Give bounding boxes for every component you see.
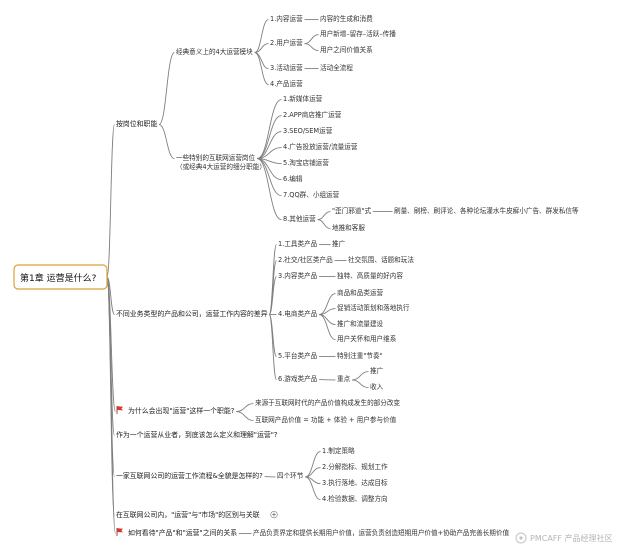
- node-social-product-desc[interactable]: 社交氛围、话题和玩法: [348, 255, 414, 264]
- node-content-ops[interactable]: 1.内容运营: [270, 14, 303, 23]
- node-ecommerce-product[interactable]: 4.电商类产品: [278, 309, 318, 318]
- connector-line: [319, 314, 336, 341]
- node-special-posts-line2[interactable]: （或经典4大运营的细分职能）: [176, 162, 266, 171]
- node-game-focus-revenue[interactable]: 收入: [370, 382, 384, 391]
- node-editor[interactable]: 6.编辑: [283, 174, 303, 183]
- node-user-ops-desc-2[interactable]: 用户之间价值关系: [320, 45, 373, 54]
- connector-line: [256, 131, 282, 160]
- connector-line: [304, 34, 319, 45]
- node-ad-traffic-ops[interactable]: 4.广告投放运营/流量运营: [283, 142, 358, 151]
- node-activity-ops[interactable]: 3.活动运营: [270, 63, 303, 72]
- flag-icon: [116, 406, 123, 414]
- connector-line: [254, 52, 269, 70]
- node-four-stages[interactable]: 四个环节: [277, 472, 304, 480]
- connector-line: [268, 276, 277, 316]
- node-content-product-desc[interactable]: 独特、高质量的好内容: [337, 271, 403, 280]
- connector-line: [236, 411, 254, 422]
- connector-line: [254, 43, 269, 54]
- connector-line: [317, 219, 331, 230]
- node-game-focus-promo[interactable]: 推广: [370, 366, 384, 375]
- node-crooked-ways-desc[interactable]: 刷量、刷榜、刷评论、各种论坛灌水牛皮癣小广告、群发私信等: [394, 206, 579, 215]
- connector-line: [268, 244, 277, 316]
- node-new-media-ops[interactable]: 1.新媒体运营: [283, 94, 323, 103]
- watermark: PMCAFF 产品经理社区: [515, 532, 613, 544]
- node-special-posts[interactable]: 一些特别的互联网运营岗位: [176, 153, 256, 162]
- connector-root-branch: [106, 276, 116, 535]
- node-other-ops[interactable]: 8.其他运营: [283, 214, 316, 223]
- expand-icon[interactable]: [270, 510, 278, 519]
- connector-line: [352, 379, 369, 389]
- node-product-vs-ops-desc[interactable]: 产品负责界定和提供长期用户价值，运营负责创造短期用户价值+协助产品完善长期价值: [253, 528, 509, 537]
- node-ground-promo-service[interactable]: 地推和客服: [332, 223, 365, 232]
- node-game-focus[interactable]: 重点: [337, 375, 351, 383]
- connector-line: [352, 371, 369, 381]
- watermark-text: PMCAFF 产品经理社区: [530, 533, 613, 543]
- branch-ops-vs-marketing[interactable]: 在互联网公司内，"运营"与"市场"的区别与关联: [116, 510, 260, 519]
- connector-line: [305, 476, 321, 501]
- node-why-reason-2[interactable]: 互联网产品价值 = 功能 + 体验 + 用户参与价值: [255, 415, 397, 424]
- connector-line: [236, 403, 254, 413]
- connector-line: [305, 451, 321, 478]
- node-user-ops[interactable]: 2.用户运营: [270, 38, 303, 47]
- node-ecommerce-desc-1[interactable]: 商品和品类运营: [337, 288, 384, 297]
- node-game-product[interactable]: 6.游戏类产品: [278, 374, 318, 383]
- node-stage-plan[interactable]: 2.分解指标、规划工作: [322, 462, 388, 471]
- node-crooked-ways[interactable]: "歪门邪道"式: [332, 206, 371, 215]
- connector-line: [254, 52, 269, 86]
- node-social-product[interactable]: 2.社交/社区类产品: [278, 255, 333, 264]
- branch-product-types[interactable]: 不同业务类型的产品和公司，运营工作内容的差异: [116, 309, 268, 318]
- connector-line: [317, 211, 331, 221]
- node-content-ops-desc[interactable]: 内容的生成和消费: [320, 14, 373, 23]
- connector-line: [158, 52, 175, 126]
- node-app-store-ops[interactable]: 2.APP商店推广运营: [283, 110, 342, 119]
- root-node[interactable]: 第1章 运营是什么?: [20, 272, 97, 284]
- node-activity-ops-desc[interactable]: 活动全流程: [320, 63, 353, 72]
- node-ecommerce-desc-3[interactable]: 推广和流量建设: [337, 319, 384, 328]
- node-qq-group-ops[interactable]: 7.QQ群、小组运营: [283, 190, 340, 199]
- node-tool-product-desc[interactable]: 推广: [332, 239, 346, 248]
- node-product-ops[interactable]: 4.产品运营: [270, 79, 303, 88]
- node-classic-modules[interactable]: 经典意义上的4大运营模块: [176, 47, 253, 56]
- node-taobao-ops[interactable]: 5.淘宝店铺运营: [283, 158, 329, 167]
- root-node-box[interactable]: [13, 264, 108, 290]
- node-why-reason-1[interactable]: 来源于互联网时代的产品价值构成发生的部分改变: [255, 398, 400, 407]
- connector-root-branch: [106, 124, 115, 278]
- connector-line: [254, 19, 269, 54]
- branch-post[interactable]: 按岗位和职能: [116, 119, 157, 128]
- node-stage-execute[interactable]: 3.执行落地、达成目标: [322, 478, 388, 487]
- branch-why-ops[interactable]: 为什么会出现"运营"这样一个职能?: [128, 406, 235, 415]
- node-platform-product[interactable]: 5.平台类产品: [278, 351, 318, 360]
- node-stage-review[interactable]: 4.检验数据、调整方向: [322, 494, 388, 503]
- node-tool-product[interactable]: 1.工具类产品: [278, 239, 318, 248]
- node-platform-product-desc[interactable]: 特别注重"节奏": [337, 351, 383, 360]
- connector-line: [304, 43, 319, 52]
- node-ecommerce-desc-2[interactable]: 促销活动策划和落地执行: [337, 303, 410, 312]
- connector-line: [158, 124, 175, 160]
- connector-line: [256, 99, 282, 160]
- node-content-product[interactable]: 3.内容类产品: [278, 271, 318, 280]
- flag-icon: [116, 528, 123, 536]
- node-user-ops-desc-1[interactable]: 用户新增–留存–活跃–传播: [320, 29, 396, 38]
- connector-lines: [106, 19, 393, 535]
- connector-line: [319, 314, 336, 326]
- node-seo-sem-ops[interactable]: 3.SEO/SEM运营: [283, 126, 333, 135]
- branch-product-vs-ops[interactable]: 如何看待"产品"和"运营"之间的关系: [128, 528, 237, 537]
- node-stage-strategy[interactable]: 1.制定策略: [322, 446, 355, 455]
- pmcaff-logo-icon: [515, 532, 527, 544]
- connector-line: [256, 158, 282, 221]
- connector-line: [268, 314, 277, 381]
- node-ecommerce-desc-4[interactable]: 用户关怀和用户维系: [337, 334, 397, 343]
- connector-line: [268, 260, 277, 316]
- branch-define-ops[interactable]: 作为一个运营从业者，到底该怎么定义和理解"运营"?: [116, 430, 278, 439]
- connector-line: [256, 115, 282, 160]
- branch-ops-flow[interactable]: 一家互联网公司的运营工作流程&全貌是怎样的?: [116, 471, 263, 480]
